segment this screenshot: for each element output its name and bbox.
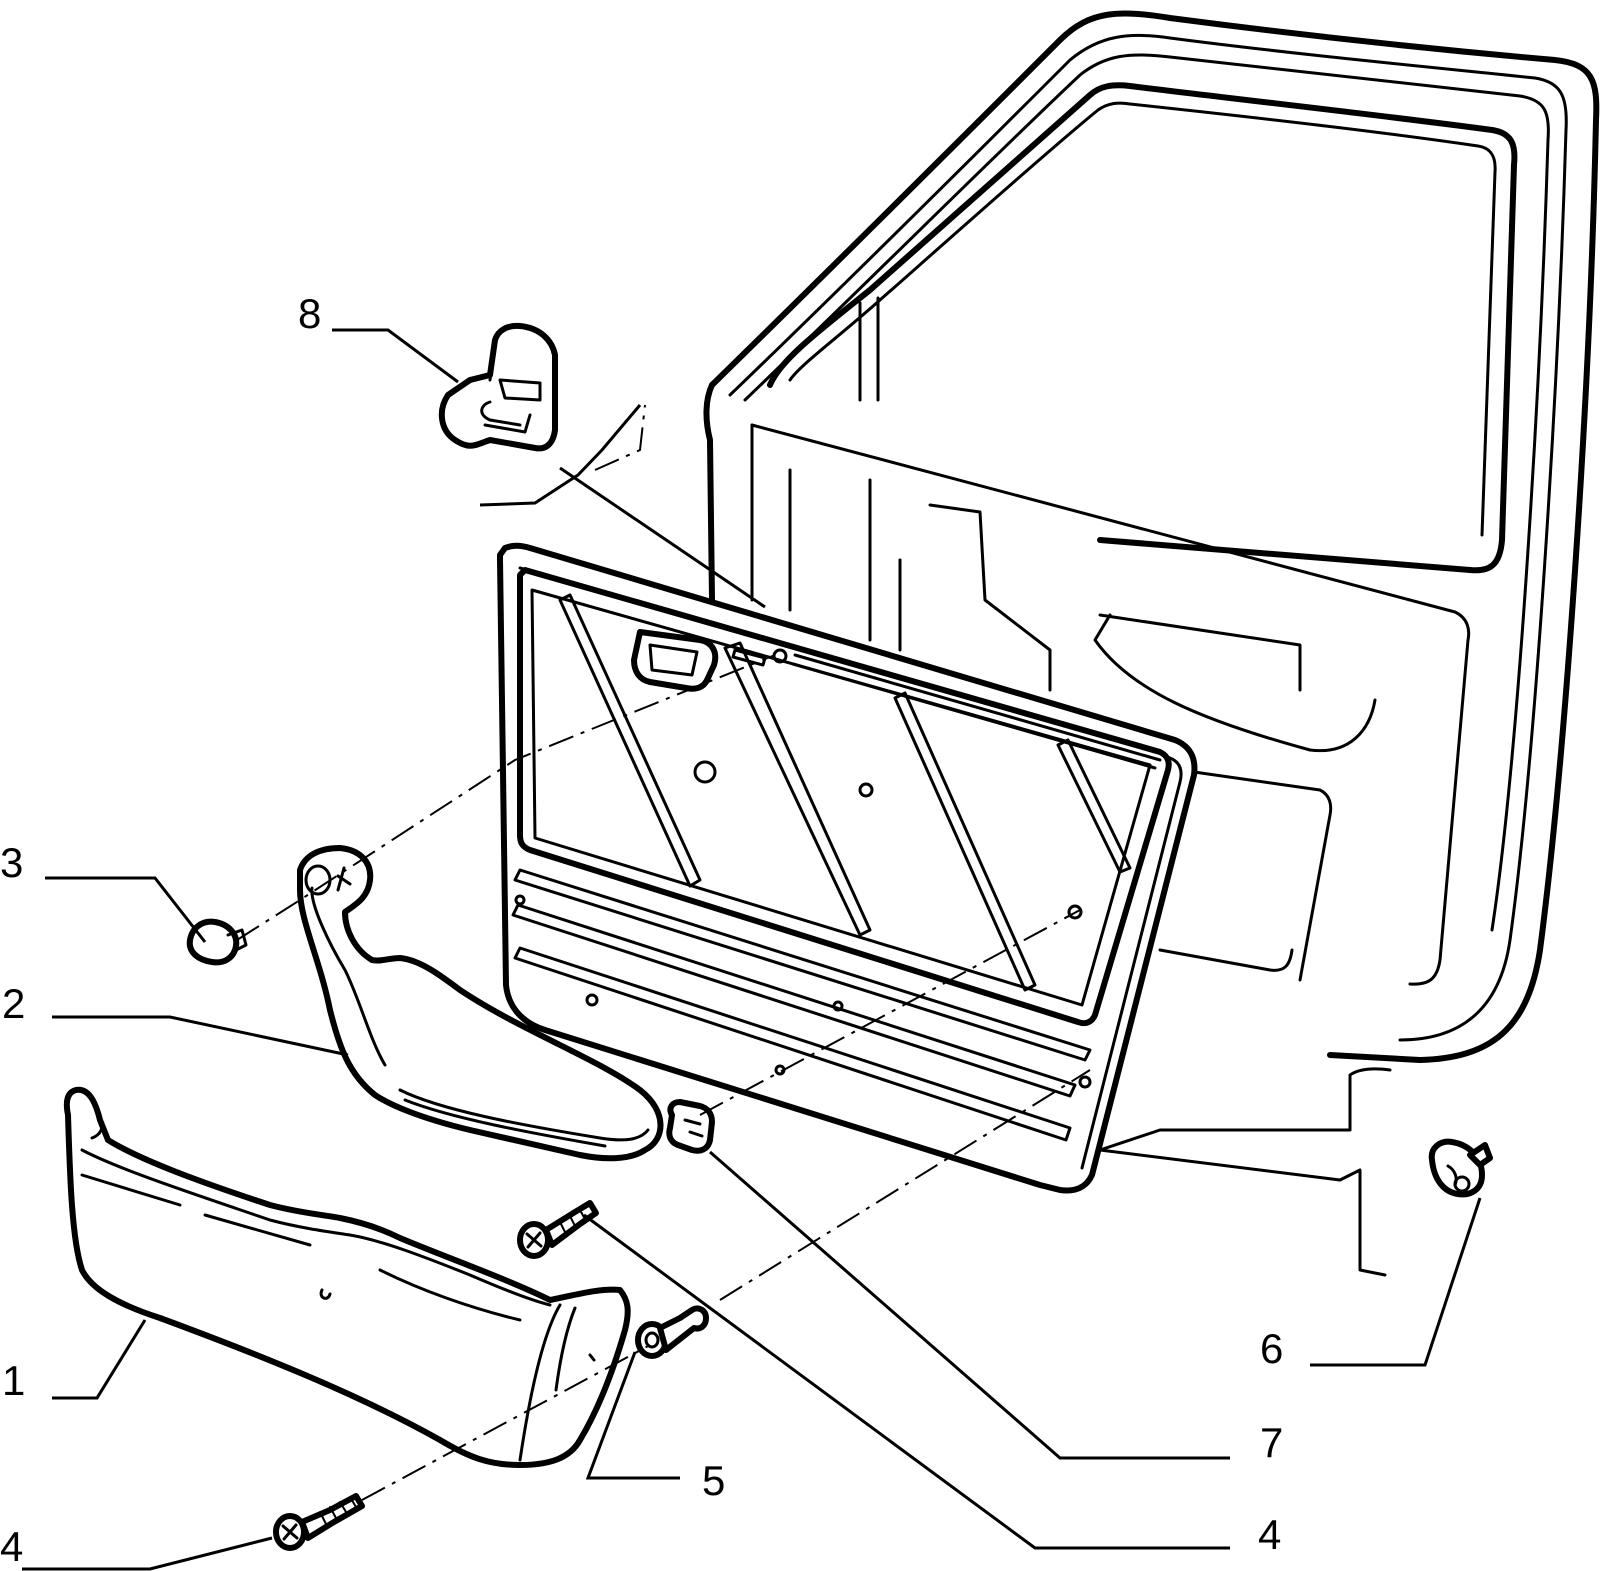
plug-insert [666, 1099, 715, 1154]
screw-lower [273, 1493, 365, 1551]
leader-3 [45, 876, 207, 943]
door-trim-panel [497, 542, 1198, 1194]
push-pin-fastener [1428, 1138, 1493, 1198]
leader-lines [22, 328, 1482, 1571]
leader-6 [1310, 1197, 1482, 1367]
assembly-lines [236, 404, 1091, 1501]
callout-1: 1 [2, 1357, 26, 1404]
callout-3: 3 [0, 839, 24, 886]
leader-8-panel [559, 466, 766, 609]
leader-4a [22, 1536, 273, 1571]
panel-clip [186, 918, 248, 966]
callout-7: 7 [1260, 1419, 1284, 1466]
callout-2: 2 [2, 980, 26, 1027]
leader-7 [709, 1150, 1230, 1460]
leader-4b [583, 1213, 1230, 1550]
leader-5 [585, 1351, 680, 1480]
callout-5: 5 [702, 1457, 726, 1504]
leader-1 [52, 1319, 147, 1400]
screw-upper [517, 1200, 599, 1259]
callout-6: 6 [1260, 1325, 1284, 1372]
door-pocket [63, 1086, 631, 1468]
trim-bolt [635, 1305, 709, 1359]
callout-4-lower: 4 [0, 1523, 24, 1570]
callout-4-upper: 4 [1258, 1511, 1282, 1558]
retaining-clip [438, 322, 558, 452]
callout-8: 8 [298, 290, 322, 337]
leader-8 [332, 328, 459, 384]
door-shell [703, 10, 1600, 1277]
leader-2 [52, 1015, 349, 1057]
